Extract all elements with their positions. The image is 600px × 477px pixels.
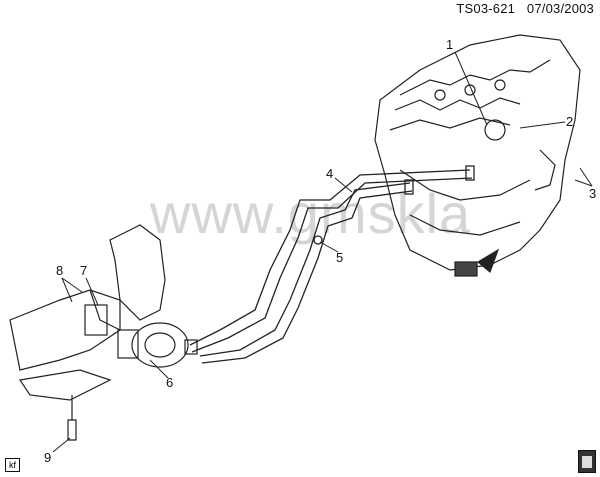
- callout-8: 8: [56, 263, 64, 278]
- frame-bracket: [9, 224, 166, 441]
- engine-block: [374, 34, 581, 271]
- callout-6: 6: [166, 375, 174, 390]
- diagram-date: 07/03/2003: [526, 1, 594, 16]
- diagram-header: TS03-621 07/03/2003: [448, 1, 594, 16]
- diagram-code: TS03-621: [456, 1, 516, 16]
- leader-lines: [52, 51, 593, 453]
- front-arrow-icon: [454, 248, 500, 277]
- callout-2: 2: [566, 114, 574, 129]
- callout-5: 5: [336, 250, 344, 265]
- service-manual-book-icon: [578, 450, 596, 473]
- callout-3: 3: [589, 186, 597, 201]
- watermark: www.gmskla: [150, 182, 472, 245]
- author-badge: kf: [5, 458, 21, 472]
- coolant-pump-assembly: [117, 322, 198, 368]
- callout-7: 7: [80, 263, 88, 278]
- callout-1: 1: [446, 37, 454, 52]
- heater-hoses: [189, 165, 475, 364]
- callout-9: 9: [44, 450, 52, 465]
- callout-4: 4: [326, 166, 334, 181]
